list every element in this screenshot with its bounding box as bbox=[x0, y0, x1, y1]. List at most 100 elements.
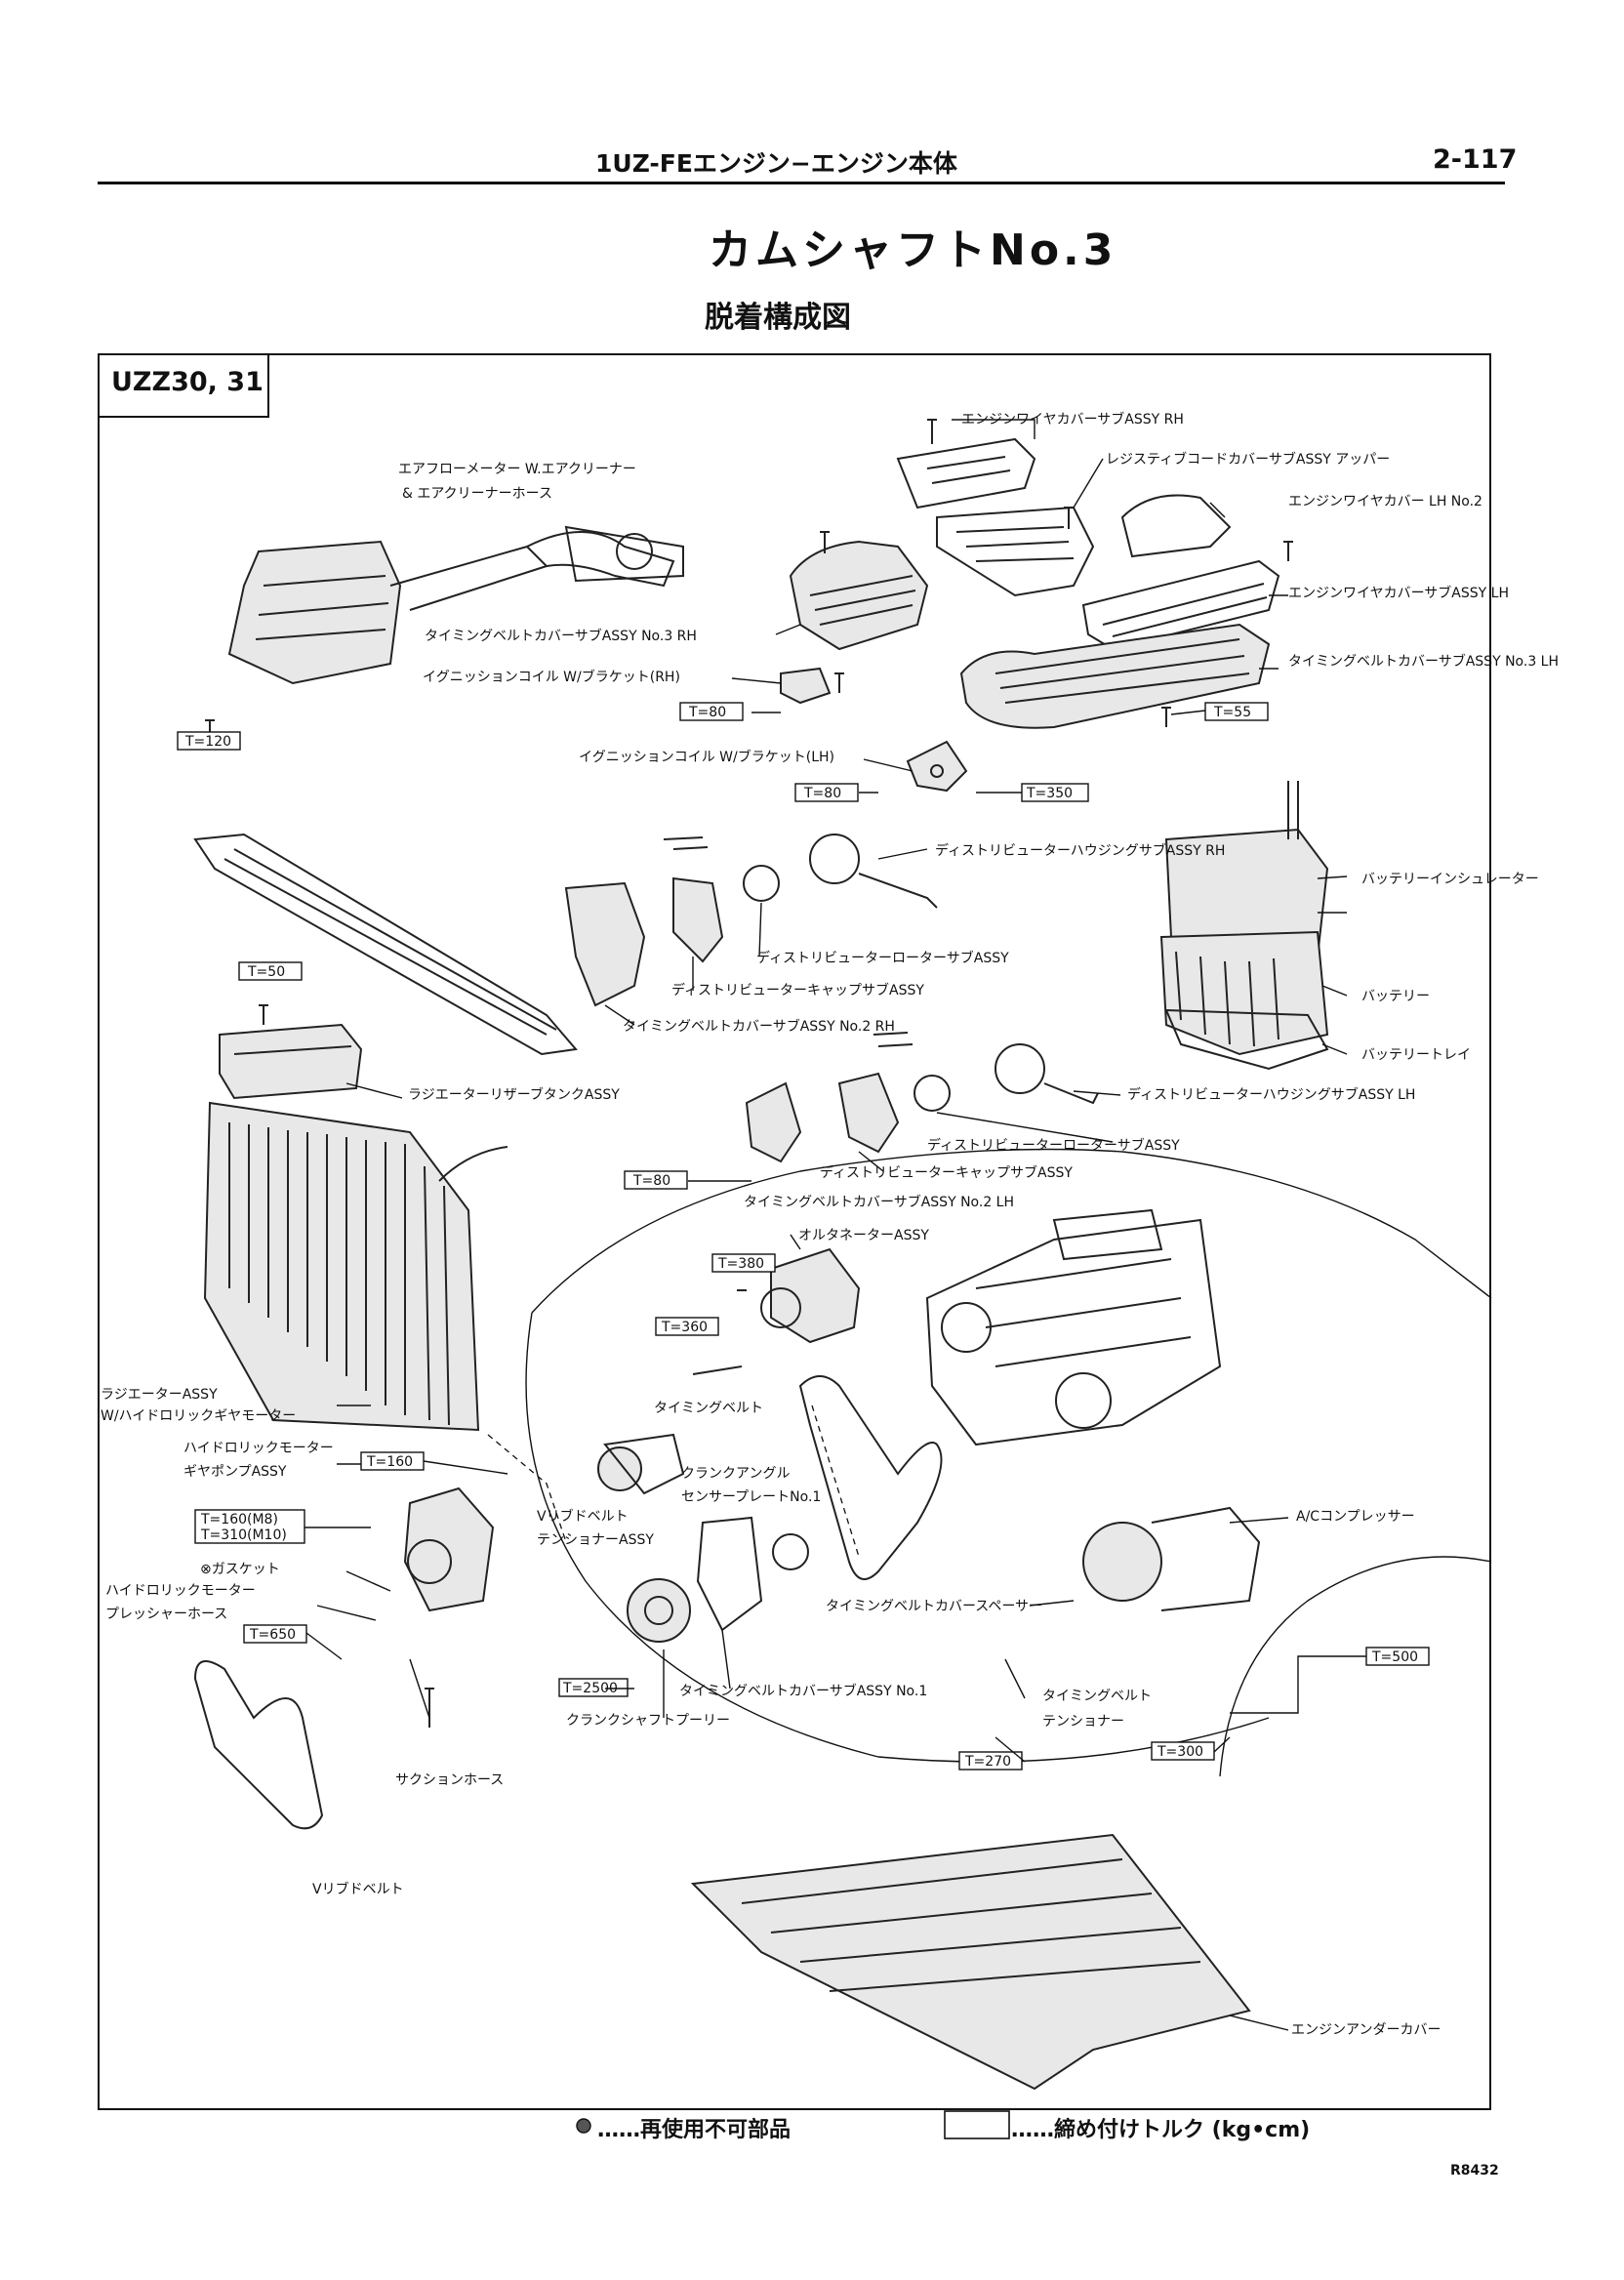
distributor-lh-group bbox=[745, 1032, 1099, 1163]
label-distributor-cap-lh: ディストリビューターキャップサブASSY bbox=[820, 1164, 1073, 1181]
radiator bbox=[203, 1101, 508, 1432]
torque-callouts: T=120 T=80 T=55 T=80 T=350 T=50 T=80 T=3… bbox=[177, 702, 1430, 1771]
label-tbc-no1: タイミングベルトカバーサブASSY No.1 bbox=[679, 1683, 927, 1699]
label-radiator-hydraulic: W/ハイドロリックギヤモーター bbox=[101, 1408, 296, 1424]
torque-t80-b: T=80 bbox=[803, 786, 841, 801]
legend-nonreusable: ……再使用不可部品 bbox=[597, 2118, 792, 2142]
torque-t80-a: T=80 bbox=[688, 705, 726, 720]
part-labels: エンジンワイヤカバーサブASSY RH レジスティブコードカバーサブASSY ア… bbox=[101, 411, 1559, 2038]
label-air-cleaner-hose: & エアクリーナーホース bbox=[402, 486, 552, 502]
torque-t650: T=650 bbox=[249, 1627, 296, 1643]
label-timing-belt-a: タイミングベルト bbox=[654, 1401, 763, 1416]
torque-t160-m8: T=160(M8) bbox=[200, 1512, 278, 1527]
radiator-reserve-tank bbox=[219, 1023, 363, 1100]
section-title: カムシャフトNo.3 bbox=[709, 225, 1117, 275]
engine-wire-cover-lh-no2 bbox=[1064, 494, 1232, 558]
label-tensioner-assy: テンショナーASSY bbox=[537, 1532, 654, 1548]
bumper-outline bbox=[525, 1312, 1270, 1763]
figure-code: R8432 bbox=[1450, 2163, 1499, 2178]
label-radiator: ラジエーターASSY bbox=[101, 1387, 218, 1403]
label-gasket-text: ガスケット bbox=[212, 1562, 280, 1577]
torque-t2500: T=2500 bbox=[562, 1681, 618, 1696]
torque-t270: T=270 bbox=[964, 1754, 1011, 1770]
label-air-flow-meter: エアフローメーター W.エアクリーナー bbox=[398, 462, 636, 477]
label-resistive-cord-cover: レジスティブコードカバーサブASSY アッパー bbox=[1106, 451, 1390, 468]
label-tbc-no3-rh: タイミングベルトカバーサブASSY No.3 RH bbox=[425, 628, 697, 644]
label-distributor-cap-rh: ディストリビューターキャップサブASSY bbox=[671, 982, 924, 998]
label-hydraulic-motor-b: ハイドロリックモーター bbox=[105, 1583, 256, 1599]
label-battery-insulator: バッテリーインシュレーター bbox=[1361, 872, 1539, 887]
label-crank-angle: クランクアングル bbox=[681, 1466, 790, 1482]
torque-t500: T=500 bbox=[1371, 1649, 1418, 1665]
label-ignition-coil-lh: イグニッションコイル W/ブラケット(LH) bbox=[579, 749, 834, 765]
label-gasket: ⊗ガスケット bbox=[200, 1562, 280, 1577]
label-v-ribbed-belt-b: Vリブドベルト bbox=[312, 1881, 404, 1897]
torque-t120: T=120 bbox=[184, 734, 231, 750]
header-title: 1UZ-FEエンジン−エンジン本体 bbox=[595, 149, 957, 178]
label-distributor-housing-rh: ディストリビューターハウジングサブASSY RH bbox=[935, 842, 1225, 859]
label-battery-tray: バッテリートレイ bbox=[1361, 1047, 1471, 1063]
torque-t380: T=380 bbox=[717, 1256, 764, 1272]
label-alternator: オルタネーターASSY bbox=[798, 1228, 929, 1243]
fender-outline bbox=[1219, 1556, 1492, 1777]
hydraulic-motor-gear-pump bbox=[403, 1486, 495, 1612]
engine-under-cover bbox=[690, 1833, 1251, 2091]
label-hydraulic-motor-a: ハイドロリックモーター bbox=[183, 1441, 334, 1456]
label-pressure-hose: プレッシャーホース bbox=[105, 1607, 227, 1622]
torque-t55: T=55 bbox=[1213, 705, 1251, 720]
alternator bbox=[692, 1247, 861, 1375]
label-tbc-no2-lh: タイミングベルトカバーサブASSY No.2 LH bbox=[744, 1194, 1014, 1210]
label-sensor-plate: センサープレートNo.1 bbox=[681, 1489, 821, 1505]
label-timing-belt-b: タイミングベルト bbox=[1042, 1689, 1152, 1704]
crank-pulley bbox=[627, 1578, 691, 1643]
torque-t80-c: T=80 bbox=[632, 1173, 670, 1189]
label-distributor-rotor-lh: ディストリビューターローターサブASSY bbox=[927, 1137, 1180, 1154]
v-ribbed-belt bbox=[193, 1660, 434, 1830]
torque-t350: T=350 bbox=[1026, 786, 1073, 801]
label-engine-wire-cover-lh-no2-a: エンジンワイヤカバー LH No.2 bbox=[1288, 494, 1482, 509]
torque-t310-m10: T=310(M10) bbox=[200, 1527, 287, 1543]
label-gear-pump: ギヤポンプASSY bbox=[183, 1464, 287, 1480]
label-suction-hose: サクションホース bbox=[395, 1772, 504, 1788]
crank-angle-sensor-plate bbox=[772, 1533, 809, 1570]
subtitle: 脱着構成図 bbox=[705, 301, 851, 335]
tensioner bbox=[597, 1433, 685, 1495]
ac-compressor bbox=[1082, 1506, 1261, 1611]
label-tbc-no3-lh: タイミングベルトカバーサブASSY No.3 LH bbox=[1288, 653, 1559, 670]
label-tbc-spacer: タイミングベルトカバースペーサー bbox=[826, 1599, 1042, 1614]
label-reserve-tank: ラジエーターリザーブタンクASSY bbox=[408, 1086, 620, 1103]
nonreusable-symbol-icon bbox=[576, 2118, 591, 2134]
engine-block bbox=[925, 1208, 1222, 1446]
label-tbc-no2-rh: タイミングベルトカバーサブASSY No.2 RH bbox=[623, 1018, 895, 1035]
label-v-ribbed-belt-a: Vリブドベルト bbox=[537, 1508, 629, 1525]
label-engine-wire-cover-rh: エンジンワイヤカバーサブASSY RH bbox=[961, 411, 1184, 428]
leader-lines bbox=[304, 419, 1366, 2031]
label-distributor-rotor-rh: ディストリビューターローターサブASSY bbox=[756, 950, 1009, 966]
label-battery: バッテリー bbox=[1361, 989, 1430, 1004]
label-engine-under-cover: エンジンアンダーカバー bbox=[1291, 2022, 1441, 2038]
engine-wire-cover-lh bbox=[1081, 541, 1293, 651]
engine-wire-cover-rh bbox=[896, 419, 1036, 509]
battery bbox=[1159, 930, 1329, 1056]
timing-belt-cover-no3-lh bbox=[959, 623, 1271, 729]
diagram-frame bbox=[98, 353, 1491, 2110]
label-engine-wire-cover-lh: エンジンワイヤカバーサブASSY LH bbox=[1288, 585, 1509, 601]
model-box: UZZ30, 31 bbox=[98, 353, 269, 418]
legend-torque: ……締め付けトルク (kg•cm) bbox=[1011, 2118, 1311, 2142]
torque-box-legend-icon bbox=[944, 2110, 1010, 2139]
label-distributor-housing-lh: ディストリビューターハウジングサブASSY LH bbox=[1127, 1086, 1415, 1103]
battery-tray bbox=[1164, 1008, 1329, 1071]
ignition-coil-lh bbox=[906, 740, 968, 793]
ignition-coil-rh bbox=[780, 667, 844, 705]
radiator-support bbox=[193, 719, 578, 1056]
torque-t160: T=160 bbox=[366, 1454, 413, 1470]
timing-belt-cover-no3-rh bbox=[789, 531, 929, 651]
label-ac-compressor: A/Cコンプレッサー bbox=[1296, 1509, 1415, 1525]
timing-belt-cover-no1 bbox=[696, 1516, 763, 1632]
distributor-rh-group bbox=[564, 834, 938, 1007]
torque-t300: T=300 bbox=[1157, 1744, 1203, 1760]
label-tensioner: テンショナー bbox=[1042, 1714, 1124, 1730]
label-ignition-coil-rh: イグニッションコイル W/ブラケット(RH) bbox=[423, 669, 680, 685]
torque-t360: T=360 bbox=[661, 1320, 708, 1335]
